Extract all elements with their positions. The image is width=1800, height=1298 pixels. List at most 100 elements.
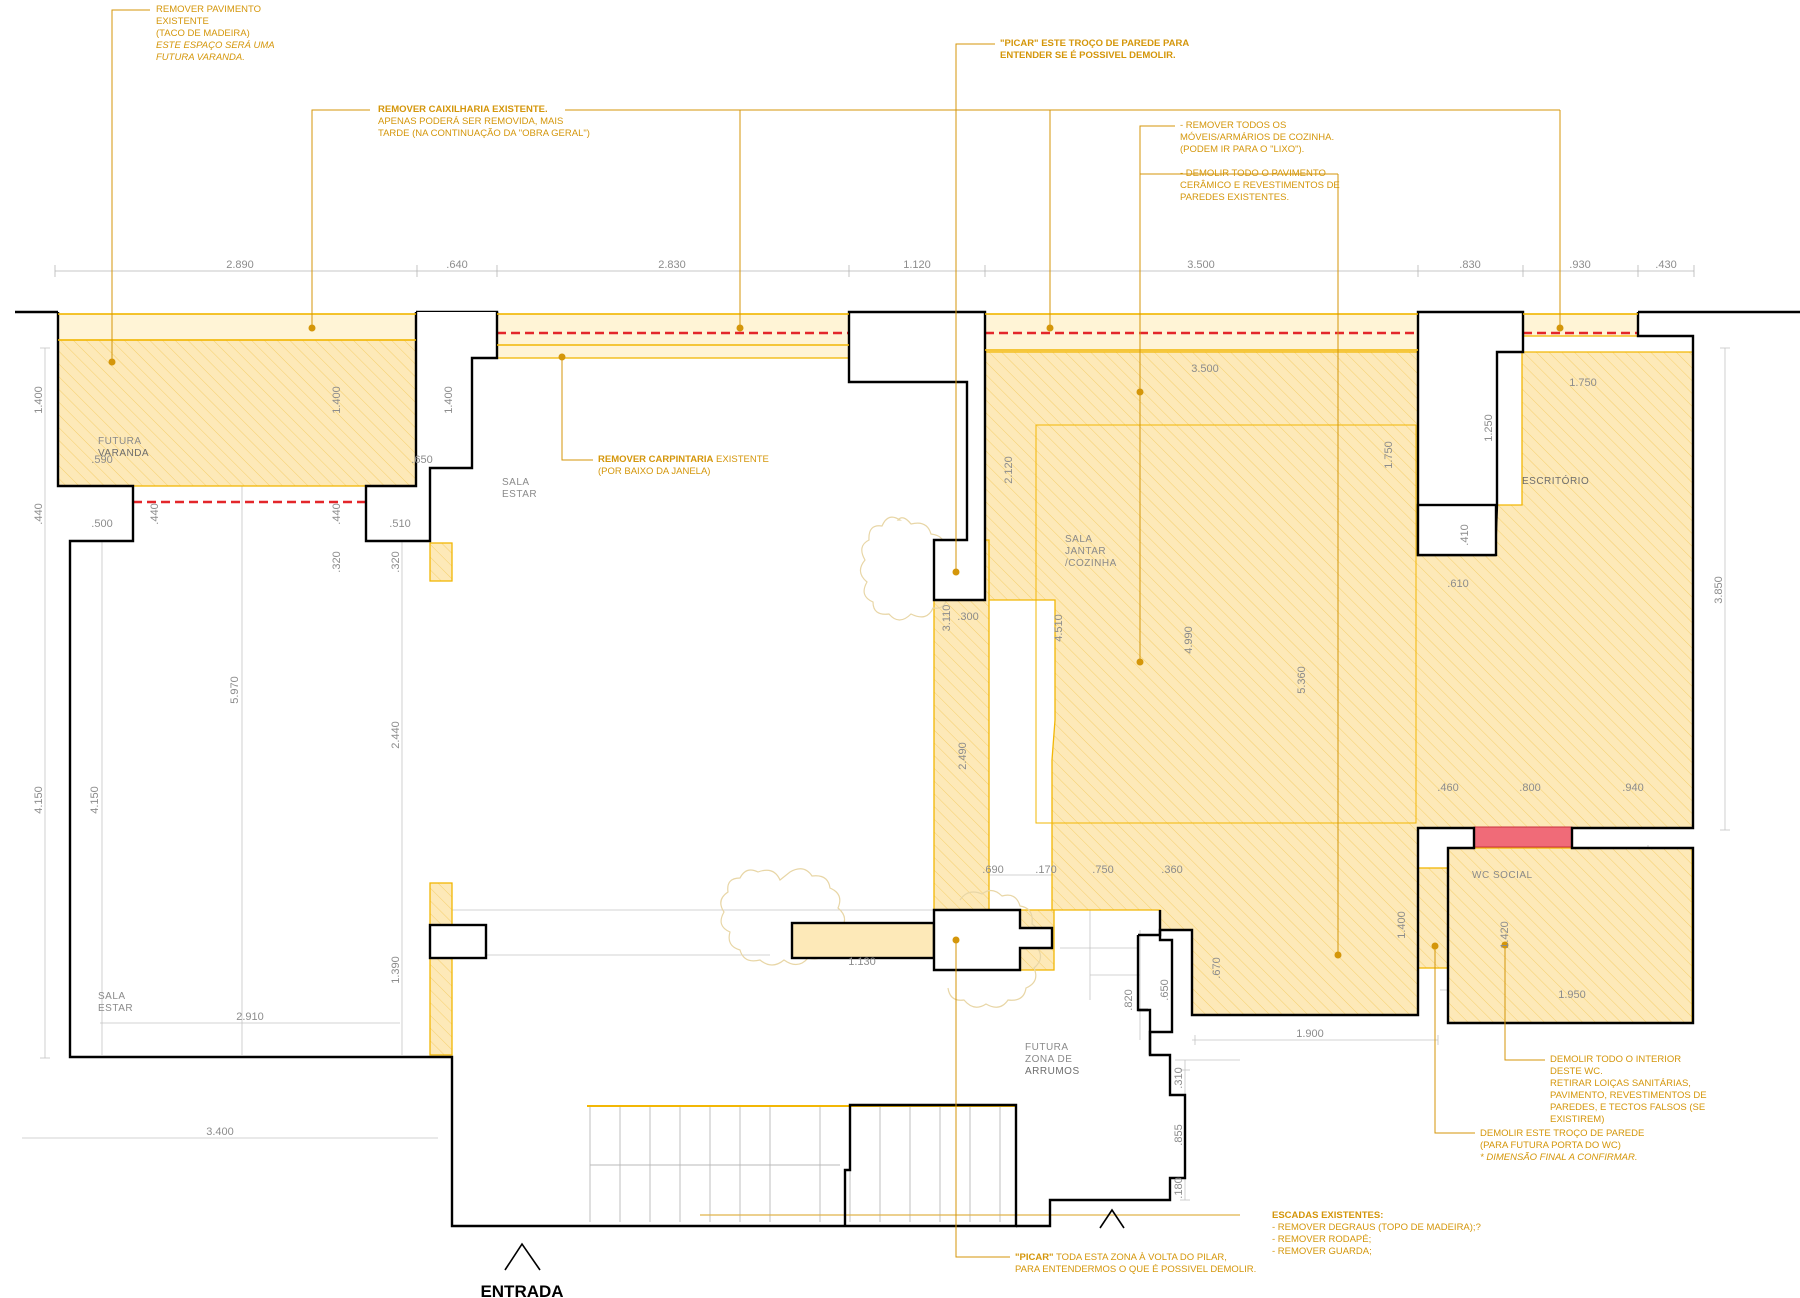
dim-label: .500 (91, 518, 112, 530)
note-line: (PODEM IR PARA O "LIXO"). (1180, 144, 1304, 155)
dim-label: 1.400 (33, 386, 45, 414)
dim-label: 1.250 (1483, 414, 1495, 442)
note-bold: REMOVER CARPINTARIA (598, 454, 714, 465)
pillar-zone-column (933, 539, 990, 911)
note-title: ESCADAS EXISTENTES: (1272, 1210, 1383, 1221)
note-troco-parede: DEMOLIR ESTE TROÇO DE PAREDE (PARA FUTUR… (1480, 1128, 1644, 1163)
dim-label: .430 (1655, 259, 1676, 271)
note-line: "PICAR" ESTE TROÇO DE PAREDE PARA (1000, 38, 1189, 49)
note-rest: TODA ESTA ZONA À VOLTA DO PILAR, (1054, 1252, 1227, 1263)
dim-label: 2.830 (658, 259, 686, 271)
note-line: (POR BAIXO DA JANELA) (598, 466, 710, 477)
window-frames (58, 313, 1638, 351)
note-line: (PARA FUTURA PORTA DO WC) (1480, 1140, 1621, 1151)
note-rest: EXISTENTE (713, 454, 768, 465)
dim-label: 1.750 (1383, 441, 1395, 469)
note-line: PARA ENTENDERMOS O QUE É POSSIVEL DEMOLI… (1015, 1264, 1256, 1275)
wall-segment-demolish (1417, 867, 1449, 969)
dim-label: .610 (1447, 578, 1468, 590)
note-title: REMOVER CAIXILHARIA EXISTENTE. (378, 104, 548, 115)
dim-label: .440 (331, 503, 343, 524)
dim-label: 4.150 (89, 786, 101, 814)
note-line: EXISTENTE (156, 16, 209, 27)
note-line: - REMOVER GUARDA; (1272, 1246, 1372, 1257)
dim-label: .360 (1161, 864, 1182, 876)
dim-label: 1.400 (331, 386, 343, 414)
note-wc-interior: DEMOLIR TODO O INTERIOR DESTE WC. RETIRA… (1550, 1054, 1707, 1125)
room-label-sala-estar-bottom: ESTAR (98, 1003, 133, 1014)
stair-top-area (429, 542, 453, 582)
dim-label: 2.440 (390, 721, 402, 749)
dim-label: 1.390 (390, 956, 402, 984)
demolition-areas (57, 313, 1694, 1056)
note-line: MÓVEIS/ARMÁRIOS DE COZINHA. (1180, 132, 1334, 143)
note-line: "PICAR" TODA ESTA ZONA À VOLTA DO PILAR, (1015, 1252, 1227, 1263)
room-label-sala-jantar: /COZINHA (1065, 558, 1117, 569)
note-line: - REMOVER RODAPÉ; (1272, 1234, 1371, 1245)
dim-label: .590 (91, 454, 112, 466)
window-dash-lines (133, 331, 1638, 504)
leader-lines (111, 9, 1561, 1258)
dim-label: 3.850 (1713, 576, 1725, 604)
room-labels: FUTURA VARANDA SALA ESTAR SALA ESTAR SAL… (98, 436, 1589, 1077)
dim-label: .320 (331, 551, 343, 572)
dim-label: 2.490 (957, 742, 969, 770)
dim-label: .820 (1123, 989, 1135, 1010)
dim-label: 1.400 (1396, 911, 1408, 939)
dim-label: .170 (1035, 864, 1056, 876)
top-dimension-labels: 2.890 .640 2.830 1.120 3.500 .830 .930 .… (226, 259, 1676, 271)
leader-dots (108, 324, 1564, 959)
dim-label: .930 (1569, 259, 1590, 271)
dim-label: 1.420 (1499, 921, 1511, 949)
dim-label: 1.900 (1296, 1028, 1324, 1040)
dim-label: 4.150 (33, 786, 45, 814)
note-line: ESTE ESPAÇO SERÁ UMA (156, 40, 275, 51)
note-line: DESTE WC. (1550, 1066, 1603, 1077)
dim-label: .440 (149, 503, 161, 524)
note-line: TARDE (NA CONTINUAÇÃO DA "OBRA GERAL") (378, 128, 590, 139)
dim-label: 1.400 (443, 386, 455, 414)
note-line: REMOVER CARPINTARIA EXISTENTE (598, 454, 769, 465)
dim-label: .320 (390, 551, 402, 572)
note-caixilharia: REMOVER CAIXILHARIA EXISTENTE. APENAS PO… (378, 104, 590, 139)
top-dimension-chain (54, 265, 1695, 277)
dim-label: .690 (982, 864, 1003, 876)
wc-demolition-area (1447, 847, 1693, 1024)
dim-label: .640 (446, 259, 467, 271)
note-line: - DEMOLIR TODO O PAVIMENTO (1180, 168, 1326, 179)
dim-label: 4.510 (1053, 614, 1065, 642)
dim-label: 3.500 (1191, 363, 1219, 375)
dim-label: 3.500 (1187, 259, 1215, 271)
dim-label: .180 (1173, 1177, 1185, 1198)
dim-label: .830 (1459, 259, 1480, 271)
kitchen-inner-outline (1035, 424, 1417, 824)
dim-label: .510 (389, 518, 410, 530)
room-label-varanda: FUTURA (98, 436, 142, 447)
dim-label: 3.400 (206, 1126, 234, 1138)
note-line: APENAS PODERÁ SER REMOVIDA, MAIS (378, 116, 563, 127)
inner-dimension-labels: 1.400 1.400 1.400 .590 .650 .500 .440 .5… (33, 363, 1725, 1199)
room-label-arrumos: FUTURA (1025, 1042, 1069, 1053)
note-line: PAREDES EXISTENTES. (1180, 192, 1289, 203)
note-line: DEMOLIR TODO O INTERIOR (1550, 1054, 1681, 1065)
dim-label: 2.910 (236, 1011, 264, 1023)
entrance-label: ENTRADA (480, 1282, 563, 1298)
note-line: * DIMENSÃO FINAL A CONFIRMAR. (1480, 1152, 1637, 1163)
dim-label: .800 (1519, 782, 1540, 794)
dim-label: .310 (1173, 1067, 1185, 1088)
dim-label: 2.120 (1003, 456, 1015, 484)
dim-label: 4.990 (1183, 626, 1195, 654)
walls (15, 310, 1800, 1228)
note-line: (TACO DE MADEIRA) (156, 28, 250, 39)
note-picar-pilar: "PICAR" TODA ESTA ZONA À VOLTA DO PILAR,… (1015, 1252, 1256, 1275)
dim-label: .750 (1092, 864, 1113, 876)
dim-label: 1.120 (903, 259, 931, 271)
dim-label: .410 (1459, 524, 1471, 545)
existing-stairs (589, 1105, 1001, 1222)
window-strip-mid (496, 313, 850, 359)
dim-label: 2.890 (226, 259, 254, 271)
note-line: - REMOVER TODOS OS (1180, 120, 1286, 131)
note-line: EXISTIREM) (1550, 1114, 1604, 1125)
dim-label: 1.750 (1569, 377, 1597, 389)
note-line: REMOVER PAVIMENTO (156, 4, 261, 15)
